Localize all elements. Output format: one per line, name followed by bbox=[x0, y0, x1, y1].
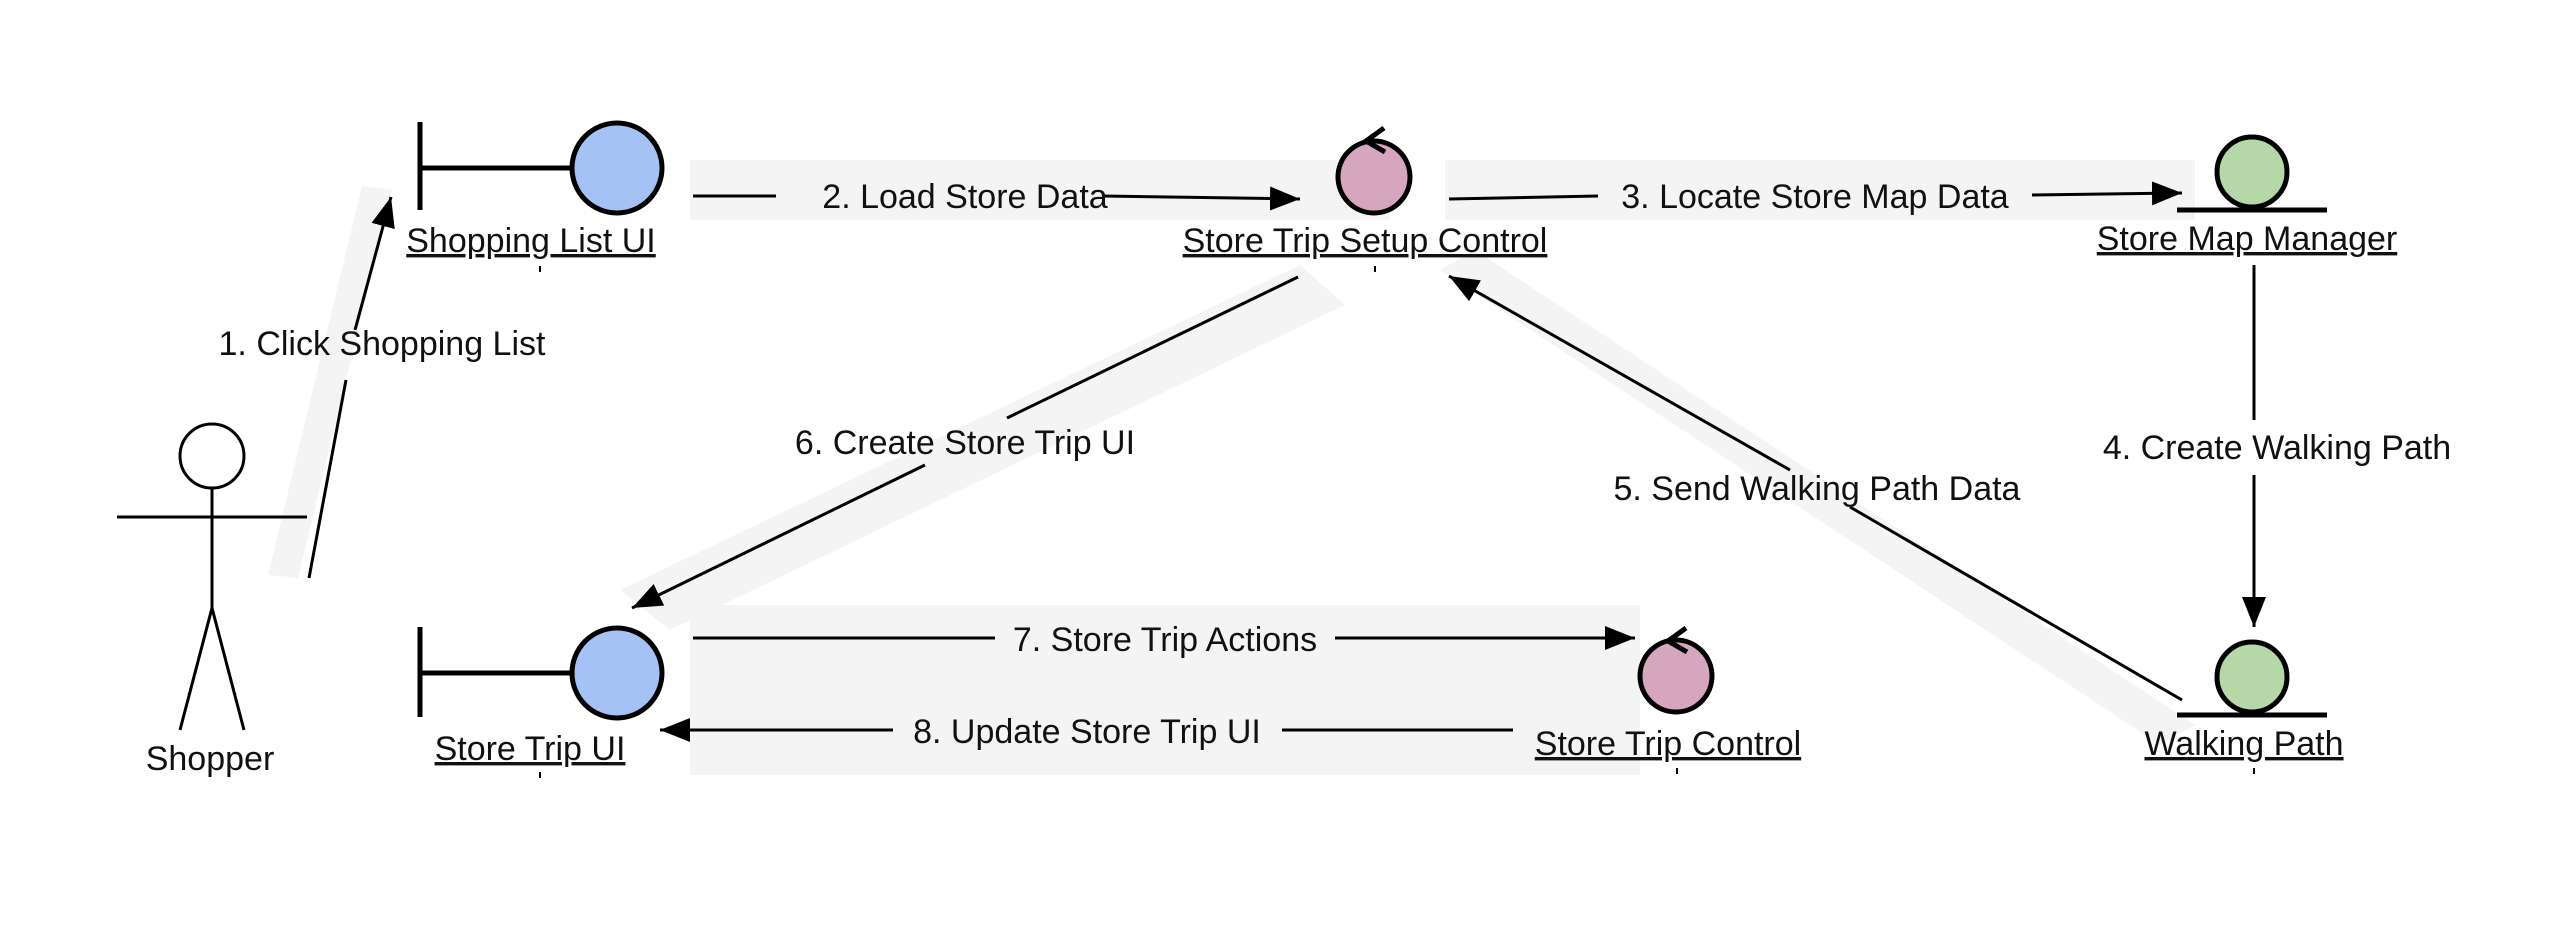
message-6-arrow bbox=[631, 463, 926, 610]
name-tick-marks bbox=[539, 266, 2255, 778]
message-6-arrow bbox=[1006, 275, 1299, 420]
object-store-map-manager[interactable]: Store Map Manager bbox=[2097, 134, 2398, 258]
object-name: Store Map Manager bbox=[2097, 220, 2398, 258]
object-store-trip-control[interactable]: Store Trip Control bbox=[1535, 625, 1801, 763]
message-1-arrow bbox=[353, 196, 395, 331]
message-label-5: 5. Send Walking Path Data bbox=[1614, 470, 2021, 508]
object-shopping-list-ui[interactable]: Shopping List UI bbox=[406, 120, 665, 260]
object-store-trip-setup-control[interactable]: Store Trip Setup Control bbox=[1183, 125, 1548, 260]
object-walking-path[interactable]: Walking Path bbox=[2144, 639, 2344, 763]
message-3-arrow bbox=[1448, 194, 1599, 201]
message-5-arrow bbox=[1448, 274, 1791, 472]
object-name: Store Trip UI bbox=[435, 730, 626, 768]
control-icon bbox=[1637, 625, 1715, 715]
boundary-icon bbox=[417, 120, 665, 216]
message-label-1: 1. Click Shopping List bbox=[219, 325, 547, 363]
control-icon bbox=[1335, 125, 1413, 216]
connector-halos bbox=[268, 160, 2195, 775]
object-name: Store Trip Setup Control bbox=[1183, 222, 1548, 260]
message-5-arrow bbox=[1849, 505, 2183, 702]
message-label-8: 8. Update Store Trip UI bbox=[913, 713, 1261, 751]
object-name: Walking Path bbox=[2144, 725, 2343, 763]
message-label-7: 7. Store Trip Actions bbox=[1013, 621, 1317, 659]
message-1-arrow bbox=[307, 379, 348, 579]
message-label-3: 3. Locate Store Map Data bbox=[1621, 178, 2009, 216]
object-store-trip-ui[interactable]: Store Trip UI bbox=[417, 625, 665, 768]
entity-icon bbox=[2177, 134, 2327, 213]
message-arrows bbox=[307, 181, 2266, 742]
actor-name: Shopper bbox=[146, 740, 275, 778]
message-3-arrow bbox=[2031, 181, 2183, 206]
boundary-icon bbox=[417, 625, 665, 721]
object-name: Shopping List UI bbox=[406, 222, 656, 260]
message-labels: 1. Click Shopping List 2. Load Store Dat… bbox=[219, 178, 2452, 751]
entity-icon bbox=[2177, 639, 2327, 718]
message-2-arrow bbox=[1102, 186, 1301, 211]
object-name: Store Trip Control bbox=[1535, 725, 1801, 763]
message-label-4: 4. Create Walking Path bbox=[2103, 429, 2451, 467]
stick-figure-actor-icon bbox=[117, 422, 307, 731]
message-label-6: 6. Create Store Trip UI bbox=[795, 424, 1135, 462]
message-label-2: 2. Load Store Data bbox=[822, 178, 1108, 216]
actor-shopper[interactable]: Shopper bbox=[117, 422, 307, 778]
